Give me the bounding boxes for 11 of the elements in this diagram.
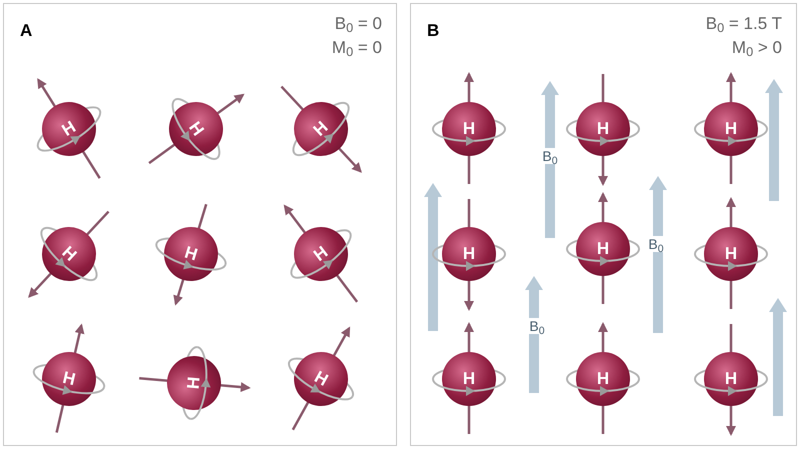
field-label: B$_{0}$ (647, 236, 665, 252)
field-label: B$_{0}$ (541, 148, 559, 164)
field-value: B$_{0}$ = 1.5 T (706, 13, 782, 36)
panel-letter: A (20, 20, 32, 42)
field-value: M$_{0}$ > 0 (732, 37, 782, 60)
panel (3, 3, 397, 446)
field-value: M$_{0}$ = 0 (332, 37, 382, 60)
panel (410, 3, 797, 446)
field-label: B$_{0}$ (528, 318, 546, 334)
panel-letter: B (427, 20, 440, 42)
field-value: B$_{0}$ = 0 (334, 13, 382, 36)
